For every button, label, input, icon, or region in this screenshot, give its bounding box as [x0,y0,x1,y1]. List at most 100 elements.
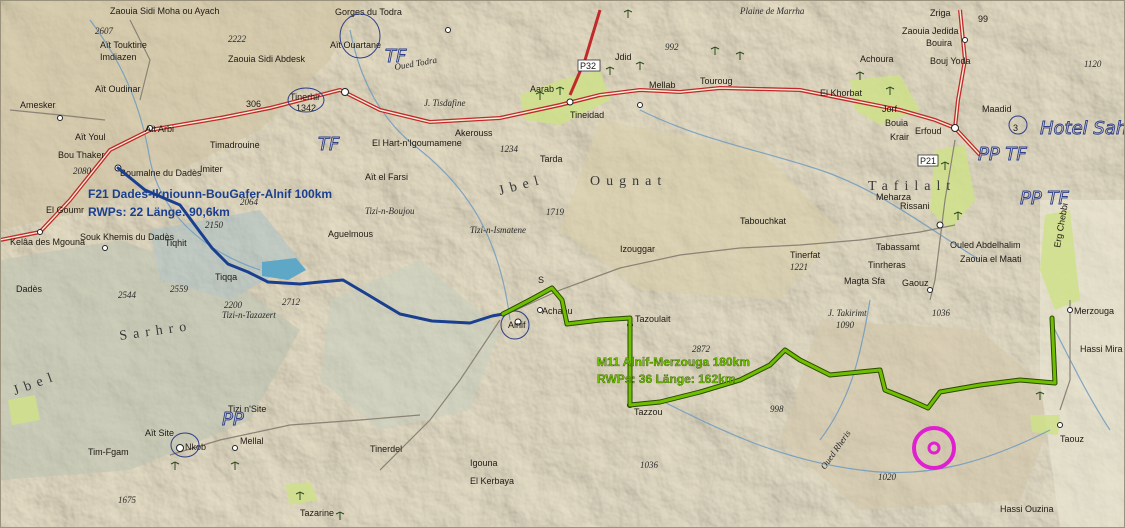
lake [262,258,306,280]
place-label: Dadès [16,284,43,294]
place-label: Izouggar [620,244,655,254]
hand-note-pp-tf: PP TF [1020,188,1069,209]
route-f21[interactable] [116,166,505,325]
place-label: Bouira [926,38,952,48]
place-label: Aarab [530,84,554,94]
hand-circle-nkob [170,432,200,458]
road-shields: P32 P21 S 99 [538,14,988,285]
road-shield-p21 [917,154,939,167]
place-label: Igouna [470,458,498,468]
route-labels: F21 Dades-Ikniounn-BouGafer-Alnif 100km … [88,187,750,386]
place-label: Hassi Ouzina [1000,504,1054,514]
hand-number: 3 [1013,123,1018,133]
place-label: Aguelmous [328,229,374,239]
place-label: Tazzou [634,407,663,417]
spot-height: 2222 [228,34,247,44]
place-label: Erfoud [915,126,942,136]
place-label: Imiter [200,164,223,174]
place-label: Tabassamt [876,242,920,252]
place-label: Gaouz [902,278,929,288]
place-label: Zaouia Sidi Moha ou Ayach [110,6,219,16]
spot-height: 1090 [836,320,855,330]
spot-height: 1719 [546,207,565,217]
spot-height: 1120 [1084,59,1102,69]
place-label: Mellal [240,436,264,446]
place-label: Bouj Yoda [930,56,971,66]
place-label: Tinerdel [370,444,402,454]
place-label: Jdid [615,52,632,62]
place-label: Ouled Abdelhalim [950,240,1021,250]
place-label: El Hart-n'Igoumamene [372,138,462,148]
place-label: Tinerhir [290,92,320,102]
place-label: Tazoulait [635,314,671,324]
route-f21-name: F21 Dades-Ikniounn-BouGafer-Alnif 100km [88,187,332,201]
place-label: Tiqhit [165,238,187,248]
road-shield-p32 [577,59,601,72]
spot-height: 2607 [95,26,114,36]
route-m11-name: M11 Alnif-Merzouga 180km [597,355,750,369]
place-label: Tineidad [570,110,604,120]
place-label: Bou Thaker [58,150,104,160]
place-label: Kelâa des Mgouna [10,237,85,247]
place-label: Tizi-n-Boujou [365,206,415,216]
relief-label-tafilalt: Tafilalt [868,179,956,194]
place-label: Krair [890,132,909,142]
place-label: Tim-Fgam [88,447,129,457]
place-label: Tizi-n-Ismatene [470,225,526,235]
hand-note-pp-tf: PP TF [978,144,1027,165]
place-label: Tinerfat [790,250,821,260]
place-label: Tizi-n-Tazazert [222,310,276,320]
place-label: Zaouia el Maati [960,254,1022,264]
place-label: Maadid [982,104,1012,114]
place-label: Tarda [540,154,563,164]
place-label: Achoura [860,54,894,64]
place-label: Magta Sfa [844,276,885,286]
place-label: Bouia [885,118,908,128]
route-m11[interactable] [500,285,1058,411]
place-label: Mellab [649,80,676,90]
place-label: Plaine de Marrha [739,6,805,16]
hand-note-tf: TF [318,134,340,155]
route-f21-track[interactable] [116,166,505,325]
target-marker[interactable] [912,426,956,470]
handwritten-notes: TF TF PP TF PP TF PP Hotel Sah 3 [170,13,1125,458]
place-label: Touroug [700,76,733,86]
target-center [927,441,941,455]
place-label: J. Tisdafine [424,98,466,108]
road-number-99: 99 [978,14,988,24]
spot-heights: 2607 2222 306 1342 1234 992 1719 1120 20… [73,26,1102,505]
spot-height: 1036 [932,308,951,318]
route-m11-track[interactable] [501,286,1057,410]
spot-height: 2872 [692,344,711,354]
spot-height: 2544 [118,290,137,300]
hand-note-pp: PP [222,409,244,430]
place-label: Boumalne du Dadès [120,168,202,178]
road-label-p32: P32 [580,61,596,71]
place-label: Aït el Farsi [365,172,408,182]
place-label: Meharza [876,192,911,202]
hand-note-tf: TF [385,46,407,67]
place-label: El Kerbaya [470,476,514,486]
place-label: Souk Khemis du Dadès [80,232,175,242]
spot-height: 1036 [640,460,659,470]
town-markers [37,27,1073,452]
hand-number-circle [1008,115,1028,135]
place-label: Akerouss [455,128,493,138]
spot-height: 2064 [240,197,259,207]
hand-circle-alnif [500,310,530,340]
spot-height: 1020 [878,472,897,482]
place-label: Tizi n'Site [228,404,266,414]
place-label: Aït Oudinar [95,84,141,94]
spot-height: 992 [665,42,679,52]
place-label: El Goumr [46,205,84,215]
place-label: Aït Youl [75,132,106,142]
place-label: Imdiazen [100,52,137,62]
place-label: Alnif [508,320,526,330]
road-label-s: S [538,275,544,285]
place-label: Amesker [20,100,56,110]
place-label: El Khorbat [820,88,863,98]
target-ring[interactable] [912,426,956,470]
place-label: Timadrouine [210,140,260,150]
route-m11-stats: RWPs: 36 Länge: 162km [597,372,736,386]
